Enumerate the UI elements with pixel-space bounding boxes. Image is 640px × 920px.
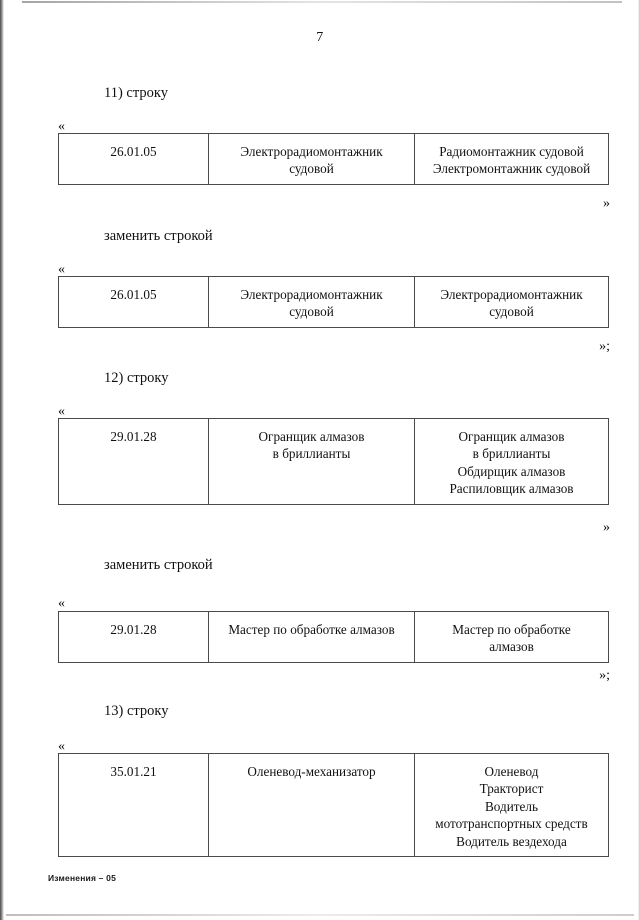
cell-old-profession: Электрорадиомонтажник судовой xyxy=(208,133,415,185)
quote-close-replace-12: »; xyxy=(599,668,610,683)
cell-code: 26.01.05 xyxy=(58,133,209,185)
cell-code: 29.01.28 xyxy=(58,611,209,663)
table-item-11: 26.01.05 Электрорадиомонтажник судовой Р… xyxy=(58,133,609,185)
quote-open-item-12: « xyxy=(58,404,65,419)
profession-line: Огранщик алмазов xyxy=(458,429,565,444)
table-item-13: 35.01.21 Оленевод-механизатор Оленевод Т… xyxy=(58,752,609,858)
table-item-12: 29.01.28 Огранщик алмазов в бриллианты О… xyxy=(58,418,609,505)
quote-open-item-13: « xyxy=(58,739,65,754)
profession-line: в бриллианты xyxy=(272,446,351,462)
cell-new-professions: Мастер по обработке алмазов xyxy=(414,611,609,663)
cell-new-professions: Радиомонтажник судовой Электромонтажник … xyxy=(414,133,609,185)
profession-line: Радиомонтажник судовой xyxy=(439,144,584,159)
profession-line: Электрорадиомонтажник xyxy=(240,287,383,302)
profession-line: алмазов xyxy=(489,639,534,655)
table-replace-12: 29.01.28 Мастер по обработке алмазов Мас… xyxy=(58,611,609,663)
profession-line: Мастер по обработке алмазов xyxy=(228,622,395,637)
profession-line: в бриллианты xyxy=(472,446,551,462)
profession-line: Электрорадиомонтажник xyxy=(240,144,383,159)
profession-line: Мастер по обработке xyxy=(452,622,571,637)
cell-old-profession: Мастер по обработке алмазов xyxy=(208,611,415,663)
profession-line: Электромонтажник судовой xyxy=(432,161,591,177)
profession-line: Огранщик алмазов xyxy=(258,429,365,444)
section-label-replace-11: заменить строкой xyxy=(104,228,213,244)
section-label-replace-12: заменить строкой xyxy=(104,557,213,573)
cell-old-profession: Огранщик алмазов в бриллианты xyxy=(208,418,415,505)
cell-new-professions: Электрорадиомонтажник судовой xyxy=(414,276,609,328)
profession-line: Водитель xyxy=(485,798,538,814)
profession-line: мототранспортных средств xyxy=(435,816,588,832)
profession-line: Тракторист xyxy=(479,781,544,797)
section-label-item-13: 13) строку xyxy=(104,703,169,719)
profession-line: Распиловщик алмазов xyxy=(449,481,574,497)
table-row: 29.01.28 Мастер по обработке алмазов Мас… xyxy=(58,611,609,663)
scan-edge-top xyxy=(22,1,622,3)
cell-code: 29.01.28 xyxy=(58,418,209,505)
section-label-item-12: 12) строку xyxy=(104,370,169,386)
profession-line: судовой xyxy=(489,304,534,320)
table-replace-11: 26.01.05 Электрорадиомонтажник судовой Э… xyxy=(58,276,609,328)
footer-note: Изменения – 05 xyxy=(48,873,117,883)
scan-edge-right xyxy=(638,0,640,920)
cell-old-profession: Оленевод-механизатор xyxy=(208,752,415,858)
quote-open-item-11: « xyxy=(58,119,65,134)
profession-line: Оленевод-механизатор xyxy=(247,764,376,779)
cell-new-professions: Оленевод Тракторист Водитель мототранспо… xyxy=(414,752,609,858)
quote-open-replace-11: « xyxy=(58,262,65,277)
profession-line: судовой xyxy=(289,161,334,177)
profession-line: Оленевод xyxy=(484,764,539,779)
section-label-item-11: 11) строку xyxy=(104,85,168,101)
table-row: 29.01.28 Огранщик алмазов в бриллианты О… xyxy=(58,418,609,505)
table-row: 35.01.21 Оленевод-механизатор Оленевод Т… xyxy=(58,752,609,858)
profession-line: судовой xyxy=(289,304,334,320)
profession-line: Водитель вездехода xyxy=(456,833,567,849)
cell-new-professions: Огранщик алмазов в бриллианты Обдирщик а… xyxy=(414,418,609,505)
scan-edge-bottom xyxy=(6,914,634,916)
quote-close-item-12: » xyxy=(603,520,610,535)
table-row: 26.01.05 Электрорадиомонтажник судовой Э… xyxy=(58,276,609,328)
cell-code: 26.01.05 xyxy=(58,276,209,328)
quote-close-item-11: » xyxy=(603,196,610,211)
profession-line: Электрорадиомонтажник xyxy=(440,287,583,302)
scan-edge-left xyxy=(0,0,4,920)
cell-old-profession: Электрорадиомонтажник судовой xyxy=(208,276,415,328)
profession-line: Обдирщик алмазов xyxy=(457,463,566,479)
table-row: 26.01.05 Электрорадиомонтажник судовой Р… xyxy=(58,133,609,185)
cell-code: 35.01.21 xyxy=(58,752,209,858)
quote-open-replace-12: « xyxy=(58,596,65,611)
page-number: 7 xyxy=(316,30,324,45)
quote-close-replace-11: »; xyxy=(599,339,610,354)
